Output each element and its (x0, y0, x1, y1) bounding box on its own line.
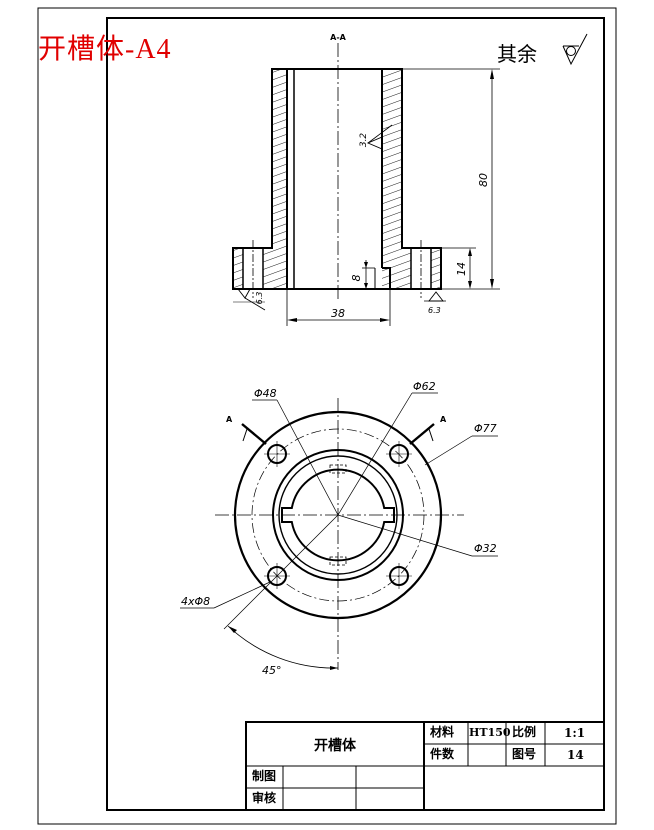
dim-holes: 4xΦ8 (181, 595, 210, 608)
sheet-title: 开槽体-A4 (38, 34, 172, 65)
pcd-circle (251, 428, 425, 602)
right-wall-hatch (382, 69, 402, 289)
section-label: A-A (330, 33, 347, 42)
dim-pcd: Φ48 (254, 387, 277, 400)
roughness-inner: 3.2 (359, 133, 369, 148)
section-view: A-A 80 14 8 38 3.2 6.3 (232, 33, 500, 326)
dim-flange-14: 14 (455, 262, 468, 276)
surface-note: 其余 (497, 42, 537, 66)
roughness-right: 6.3 (428, 306, 441, 315)
cut-mark-left: A (226, 415, 233, 424)
cut-mark-right: A (440, 415, 447, 424)
hub-circle (272, 449, 404, 581)
dim-hub: Φ62 (413, 380, 436, 393)
quantity-label: 件数 (430, 747, 455, 761)
material-label: 材料 (430, 725, 455, 739)
scale-label: 比例 (512, 725, 537, 739)
outer-border (37, 7, 617, 825)
flange-outer (233, 410, 443, 620)
plan-view: A A Φ48 Φ62 Φ77 Φ32 4xΦ8 45° (180, 380, 498, 677)
drawn-by-label: 制图 (252, 769, 277, 783)
drawing-no-value: 14 (567, 748, 584, 762)
dim-bore: Φ32 (474, 542, 497, 555)
drawing-no-label: 图号 (512, 747, 537, 761)
dim-angle: 45° (262, 664, 282, 677)
bore-with-keyways (281, 468, 395, 562)
part-name: 开槽体 (314, 738, 356, 754)
dim-bore-38: 38 (331, 307, 345, 320)
material-value: HT150 (469, 726, 511, 739)
scale-value: 1:1 (564, 726, 586, 740)
dim-slot-8: 8 (350, 275, 363, 282)
roughness-left: 6.3 (255, 292, 264, 305)
checked-by-label: 审核 (252, 791, 277, 805)
dim-height-80: 80 (477, 173, 490, 187)
title-block-grid (245, 721, 605, 811)
bolt-holes (264, 441, 412, 589)
dim-outer: Φ77 (474, 422, 497, 435)
left-wall-hatch (272, 69, 287, 289)
hub-inner (278, 455, 398, 575)
roughness-symbol-icon (562, 33, 588, 66)
